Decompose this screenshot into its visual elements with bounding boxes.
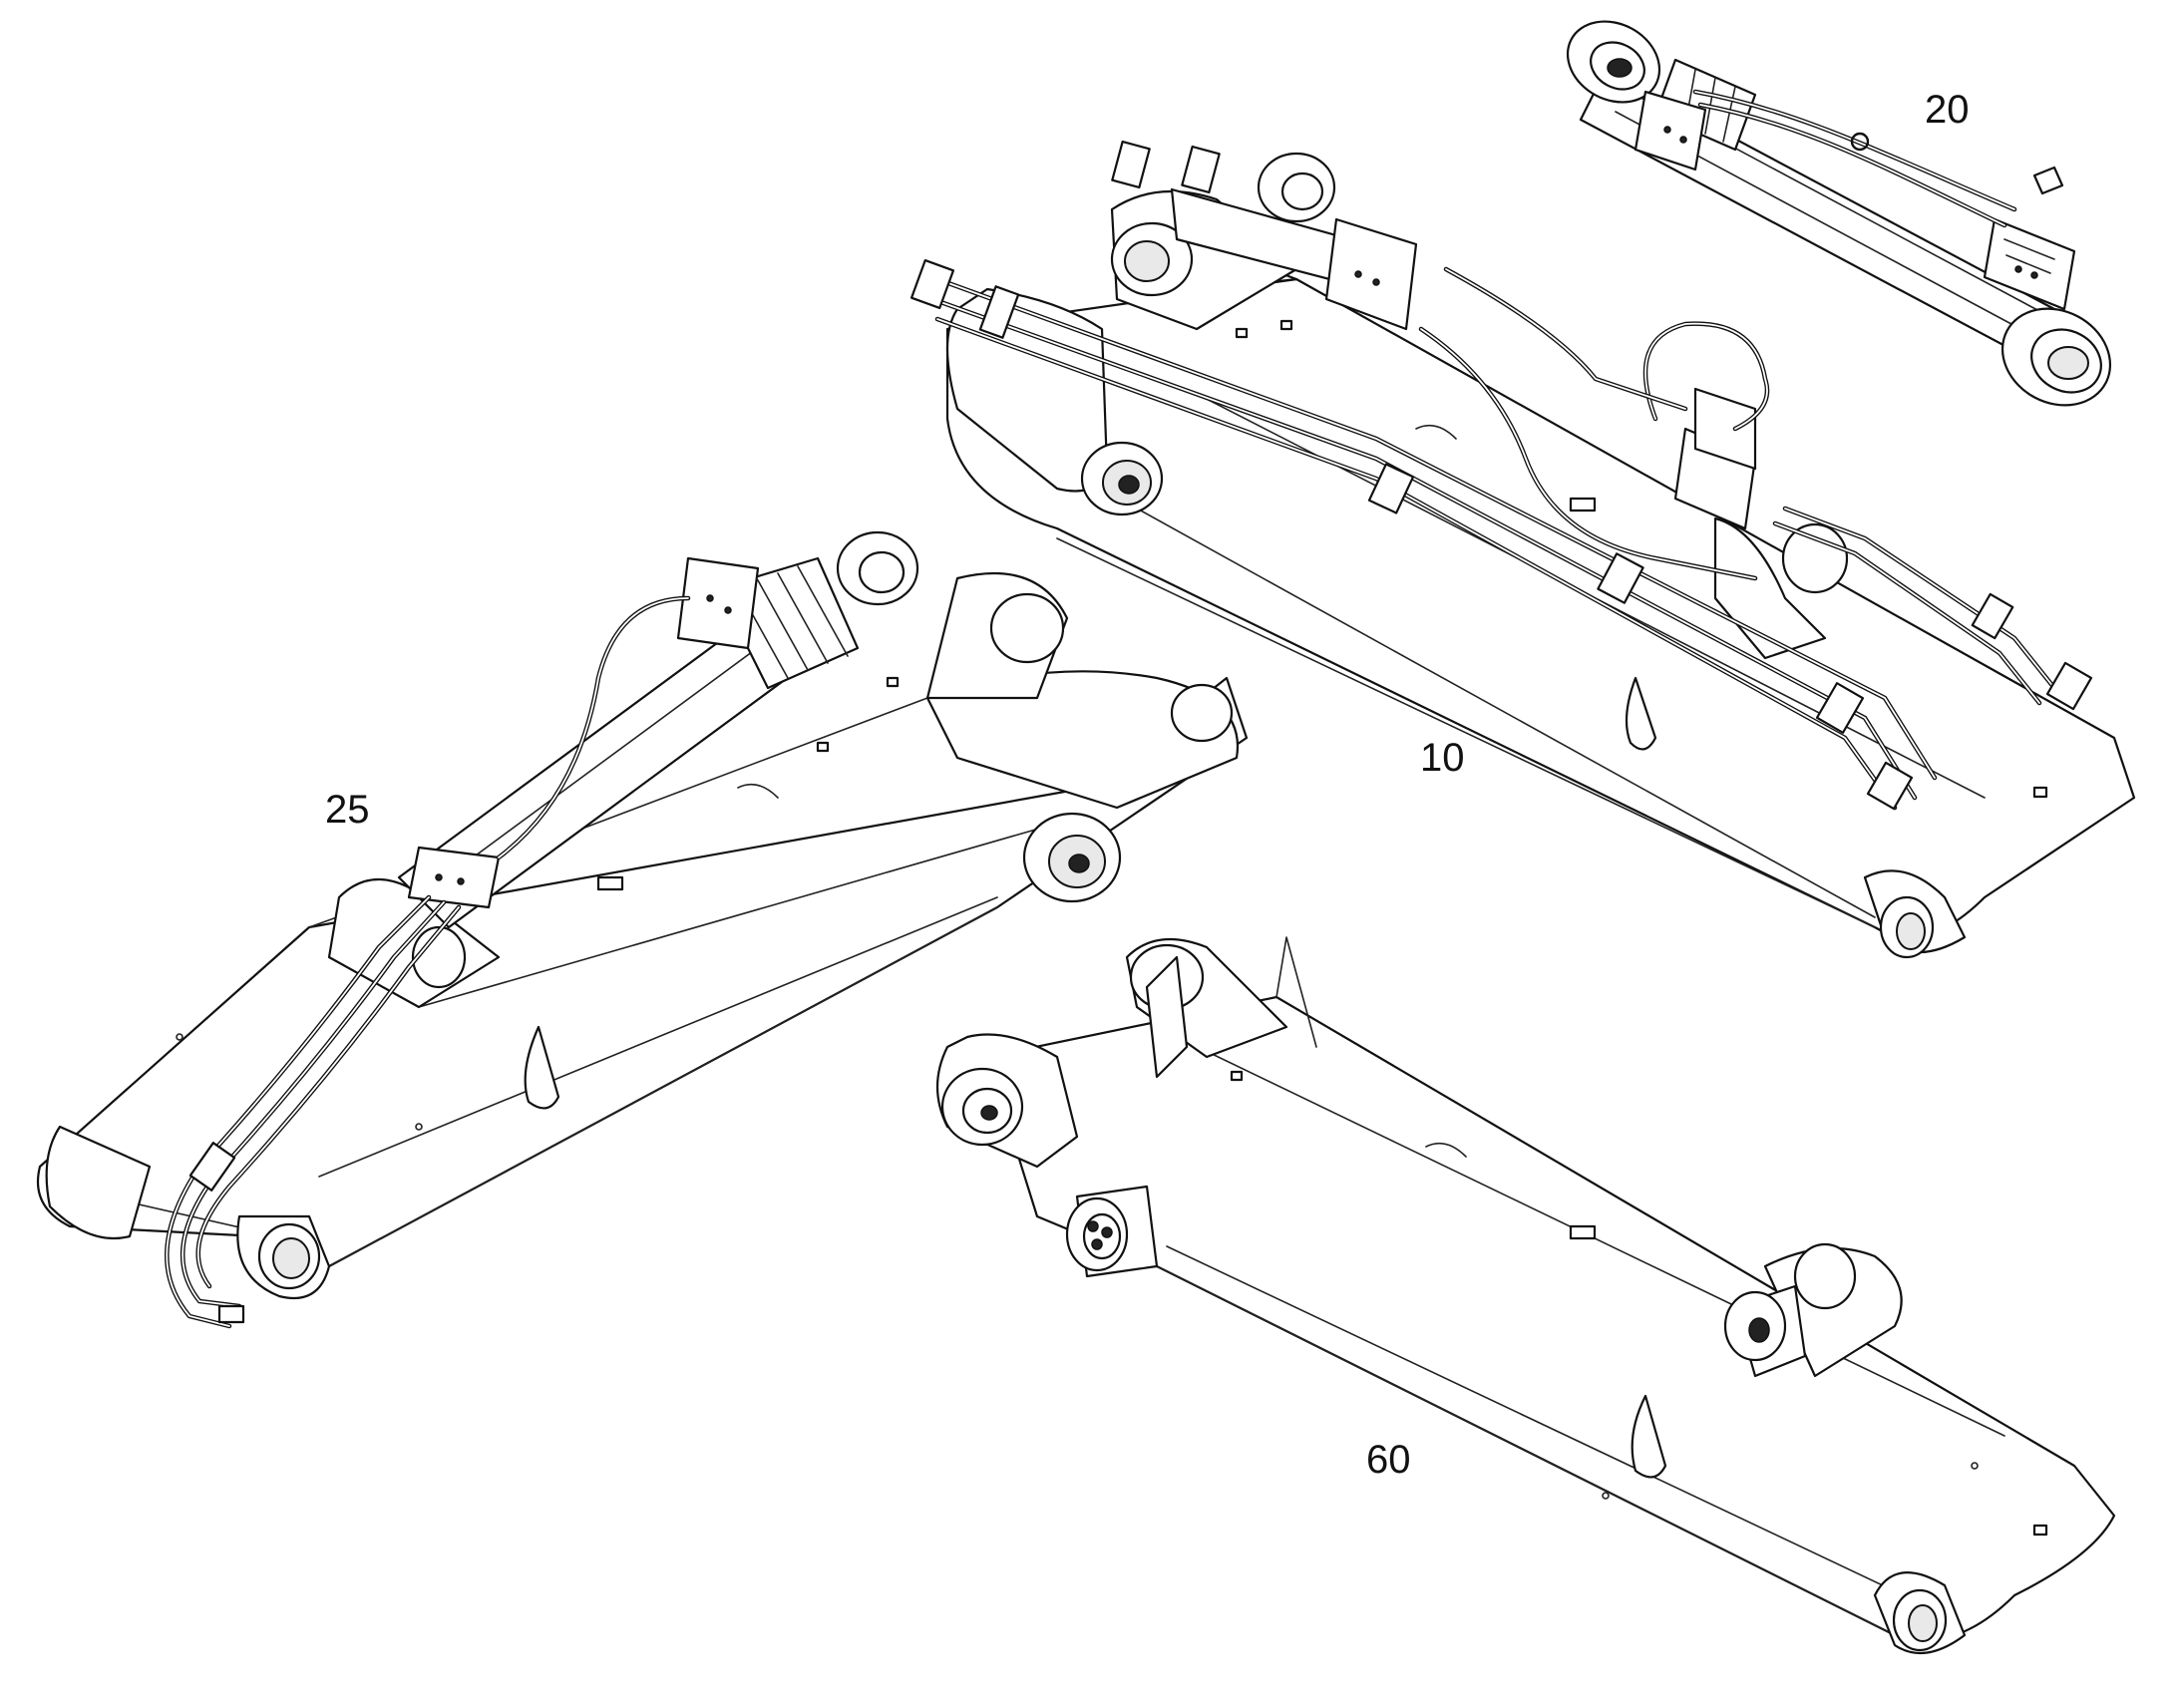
callout-60: 60	[1366, 1438, 1411, 1482]
hydraulic-cylinder-part[interactable]	[1554, 6, 2127, 424]
bare-boom-part[interactable]	[935, 936, 2116, 1655]
callout-20: 20	[1925, 88, 1970, 132]
callout-10: 10	[1420, 736, 1465, 780]
cylinder-on-boom-part[interactable]	[36, 530, 1249, 1329]
callout-25: 25	[325, 788, 370, 832]
boom-assembly-part[interactable]	[909, 140, 2136, 959]
